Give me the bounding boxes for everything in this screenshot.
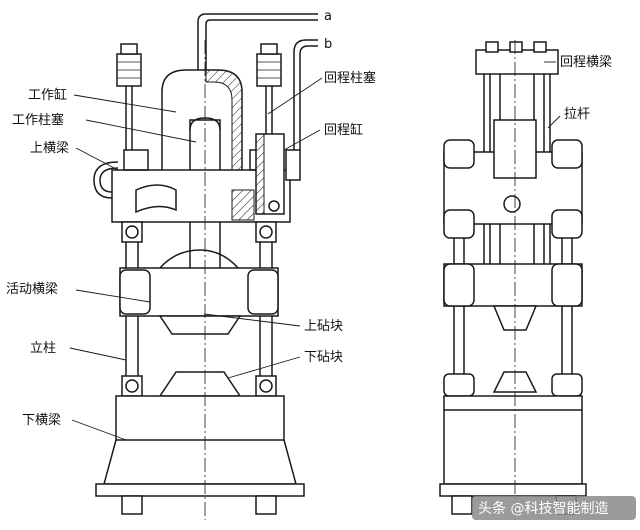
pipe-a — [197, 13, 318, 70]
side-view — [439, 40, 587, 520]
label-column: 立柱 — [30, 341, 56, 356]
label-lower-crossbeam: 下横梁 — [22, 413, 61, 428]
label-work-cylinder: 工作缸 — [28, 87, 67, 103]
label-moving-crossbeam: 活动横梁 — [6, 282, 58, 297]
label-lower-anvil: 下砧块 — [304, 350, 343, 365]
label-upper-anvil: 上砧块 — [304, 319, 343, 334]
labels: a b 工作缸 工作柱塞 上横梁 回程柱塞 回程缸 活动横梁 上砧块 立柱 下砧… — [6, 9, 612, 428]
label-b: b — [324, 37, 332, 52]
leader-lines — [69, 61, 561, 441]
watermark-text: 头条 @科技智能制造 — [478, 500, 608, 517]
label-work-plunger: 工作柱塞 — [12, 112, 64, 128]
pipe-b — [293, 39, 318, 150]
label-upper-crossbeam: 上横梁 — [30, 141, 69, 156]
label-return-crossbeam: 回程横梁 — [560, 55, 612, 70]
upper-anvil — [158, 315, 242, 335]
label-return-cylinder: 回程缸 — [324, 122, 363, 138]
column-top-nut-right — [256, 43, 282, 87]
column-top-nut-left — [116, 43, 142, 87]
label-a: a — [324, 9, 332, 24]
front-view — [93, 13, 318, 520]
lower-anvil — [158, 371, 242, 397]
watermark: 头条 @科技智能制造 — [472, 496, 636, 520]
label-tie-rod: 拉杆 — [564, 107, 590, 122]
label-return-plunger: 回程柱塞 — [324, 70, 376, 86]
